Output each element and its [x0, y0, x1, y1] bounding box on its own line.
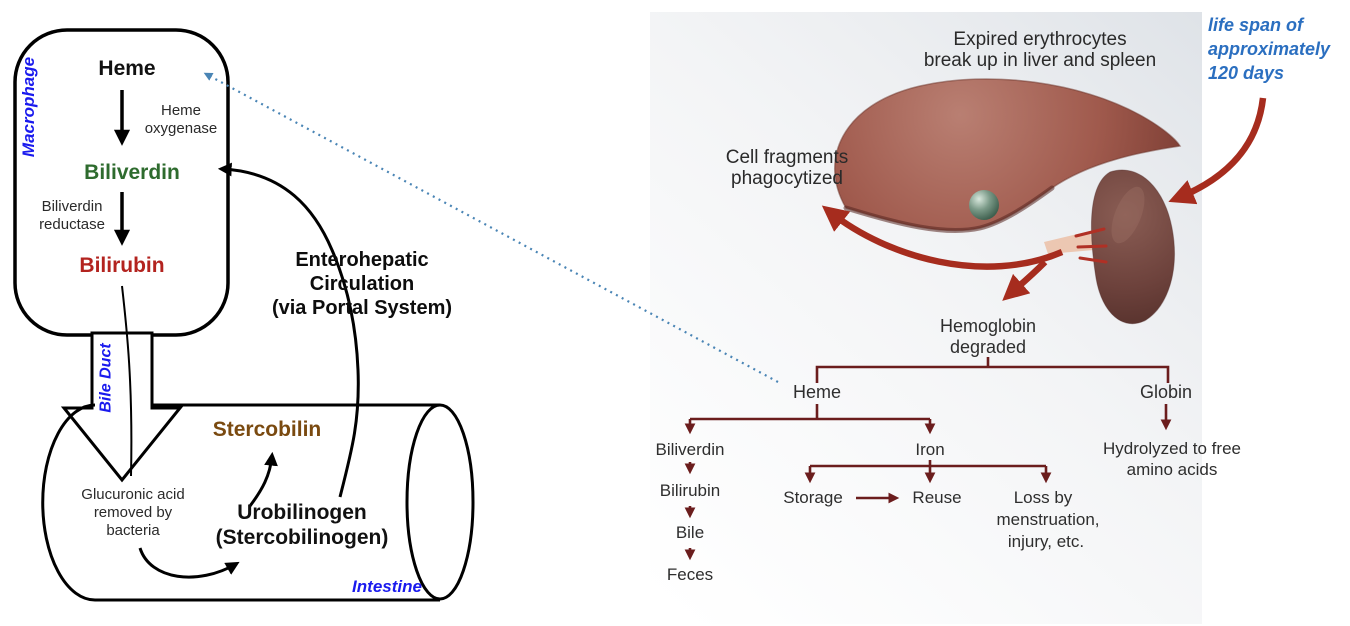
cell-fragments-caption: Cell fragments — [725, 147, 849, 168]
lifespan-note: 120 days — [1208, 63, 1285, 83]
tree-globin-node: Globin — [1139, 382, 1193, 402]
biliverdin-label: Biliverdin — [84, 161, 180, 184]
heme-label: Heme — [98, 57, 156, 80]
expired-erythrocytes-caption: Expired erythrocytes — [953, 29, 1127, 50]
heme-oxygenase-label: oxygenase — [144, 120, 218, 137]
hemoglobin-degraded-node: Hemoglobin — [939, 316, 1037, 336]
lifespan-note: life span of — [1208, 15, 1304, 35]
intestine-label: Intestine — [352, 577, 422, 596]
cell-fragments-caption: phagocytized — [731, 168, 843, 189]
enterohepatic-label: Enterohepatic — [295, 249, 429, 271]
enterohepatic-circulation-arrow — [217, 162, 360, 498]
bacteria-to-urobilinogen-arrow — [138, 547, 240, 579]
urobilinogen-label: Urobilinogen — [237, 501, 367, 524]
red-arrow-to-hemoglobin — [1002, 259, 1048, 301]
heme-oxygenase-label: Heme — [160, 102, 202, 119]
glucuronic-acid-label: bacteria — [106, 522, 160, 539]
bilirubin-label: Bilirubin — [79, 254, 165, 277]
biliverdin-reductase-label: reductase — [39, 216, 105, 233]
tree-feces-node: Feces — [666, 565, 714, 584]
red-arrow-lifespan-to-spleen — [1168, 97, 1267, 205]
tree-hydrolyzed-node: Hydrolyzed to free — [1103, 439, 1241, 458]
hemoglobin-degraded-node: degraded — [949, 337, 1027, 357]
tree-hydrolyzed-node: amino acids — [1126, 460, 1218, 479]
tree-iron-node: Iron — [915, 440, 945, 459]
intestine-left-cap — [41, 403, 96, 602]
degradation-tree-lines — [684, 357, 1172, 561]
bilirubin-flow-line — [121, 285, 133, 477]
splenic-vessels — [1074, 227, 1108, 264]
tree-storage-node: Storage — [783, 488, 843, 507]
bile-duct-arrow — [60, 331, 184, 483]
expired-erythrocytes-caption: break up in liver and spleen — [923, 50, 1157, 71]
tree-loss-node: injury, etc. — [1007, 532, 1085, 551]
tree-bilirubin-node: Bilirubin — [659, 481, 721, 500]
stercobilin-label: Stercobilin — [212, 418, 322, 441]
red-arrow-to-cell-fragments — [821, 205, 1064, 270]
tree-loss-node: Loss by — [1013, 488, 1073, 507]
enterohepatic-label: Circulation — [309, 273, 415, 295]
urobilinogen-to-stercobilin-arrow — [248, 451, 278, 507]
tree-loss-node: menstruation, — [996, 510, 1100, 529]
bile-duct-label: Bile Duct — [97, 343, 115, 413]
glucuronic-acid-label: removed by — [93, 504, 173, 521]
urobilinogen-label: (Stercobilinogen) — [215, 526, 389, 549]
tree-biliverdin-node: Biliverdin — [655, 440, 725, 459]
gallbladder — [969, 190, 999, 220]
tree-reuse-node: Reuse — [912, 488, 962, 507]
liver-illustration — [833, 78, 1182, 233]
biliverdin-reductase-label: Biliverdin — [41, 198, 103, 215]
spleen-illustration — [1044, 169, 1175, 325]
glucuronic-acid-label: Glucuronic acid — [81, 486, 185, 503]
tree-bile-node: Bile — [675, 523, 705, 542]
macrophage-label: Macrophage — [19, 56, 39, 158]
lifespan-note: approximately — [1208, 39, 1331, 59]
tree-heme-node: Heme — [792, 382, 842, 402]
enterohepatic-label: (via Portal System) — [271, 297, 453, 319]
dotted-heme-connector-arrow — [203, 72, 779, 383]
